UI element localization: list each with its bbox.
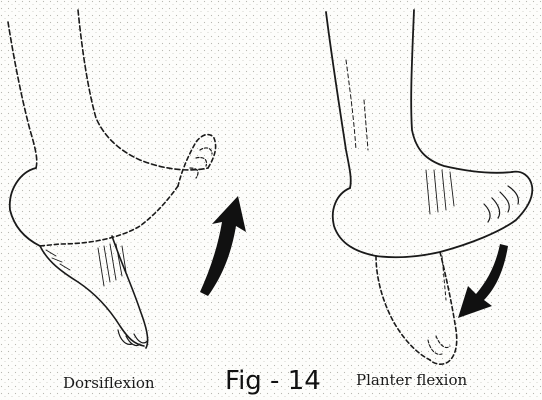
planter-flexion-label: Planter flexion: [356, 373, 467, 388]
dorsiflexion-label: Dorsiflexion: [63, 376, 155, 391]
figure-caption: Fig - 14: [225, 368, 321, 394]
